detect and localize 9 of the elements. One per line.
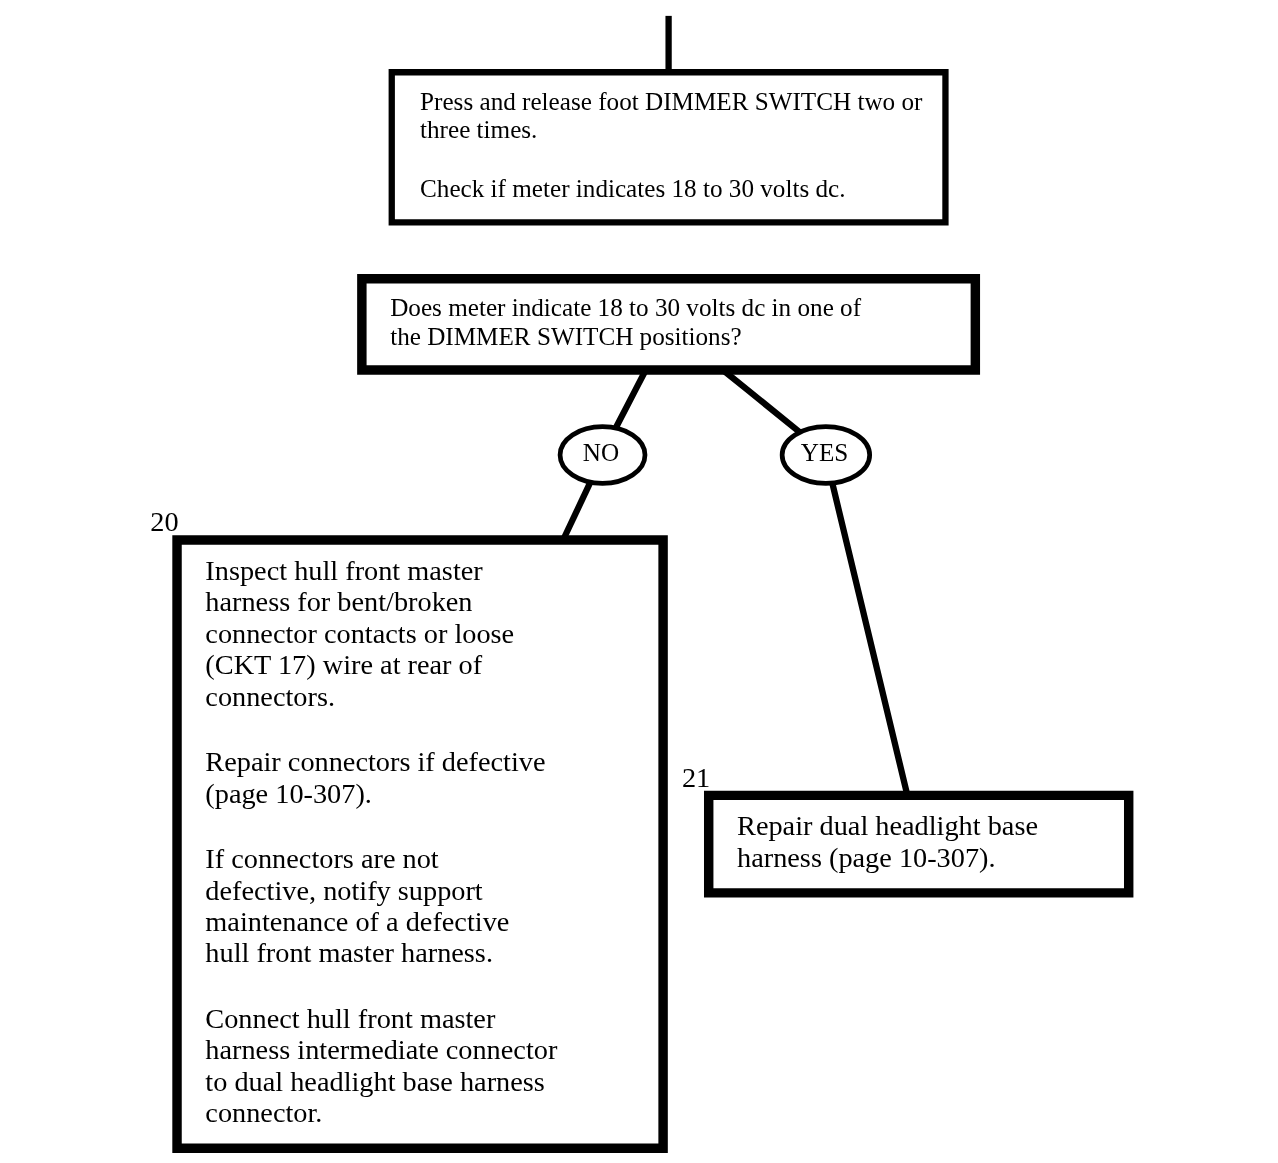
node-box: Inspect hull front master harness for bent/broken connector contacts or loose (CKT 17) wire at rear of connectors. Repair connectors if defective (page 10-307). If connectors are not defective, notify support maintenance of a defective hull front master harness. Connect hull front master harness intermediate connector to dual headlight base harness connector.	[171, 535, 668, 1153]
connector	[664, 15, 672, 72]
node-box: Repair dual headlight base harness (page 10-307).	[703, 790, 1133, 898]
node-box: Press and release foot DIMMER SWITCH two or three times. Check if meter indicates 18 to 30 volts dc.	[388, 69, 949, 226]
node-box: Does meter indicate 18 to 30 volts dc in one of the DIMMER SWITCH positions?	[356, 274, 980, 375]
node-label: 21	[681, 761, 710, 793]
node-ellipse: YES	[779, 424, 872, 486]
node-ellipse: NO	[557, 424, 647, 486]
node-label: 20	[149, 506, 179, 538]
